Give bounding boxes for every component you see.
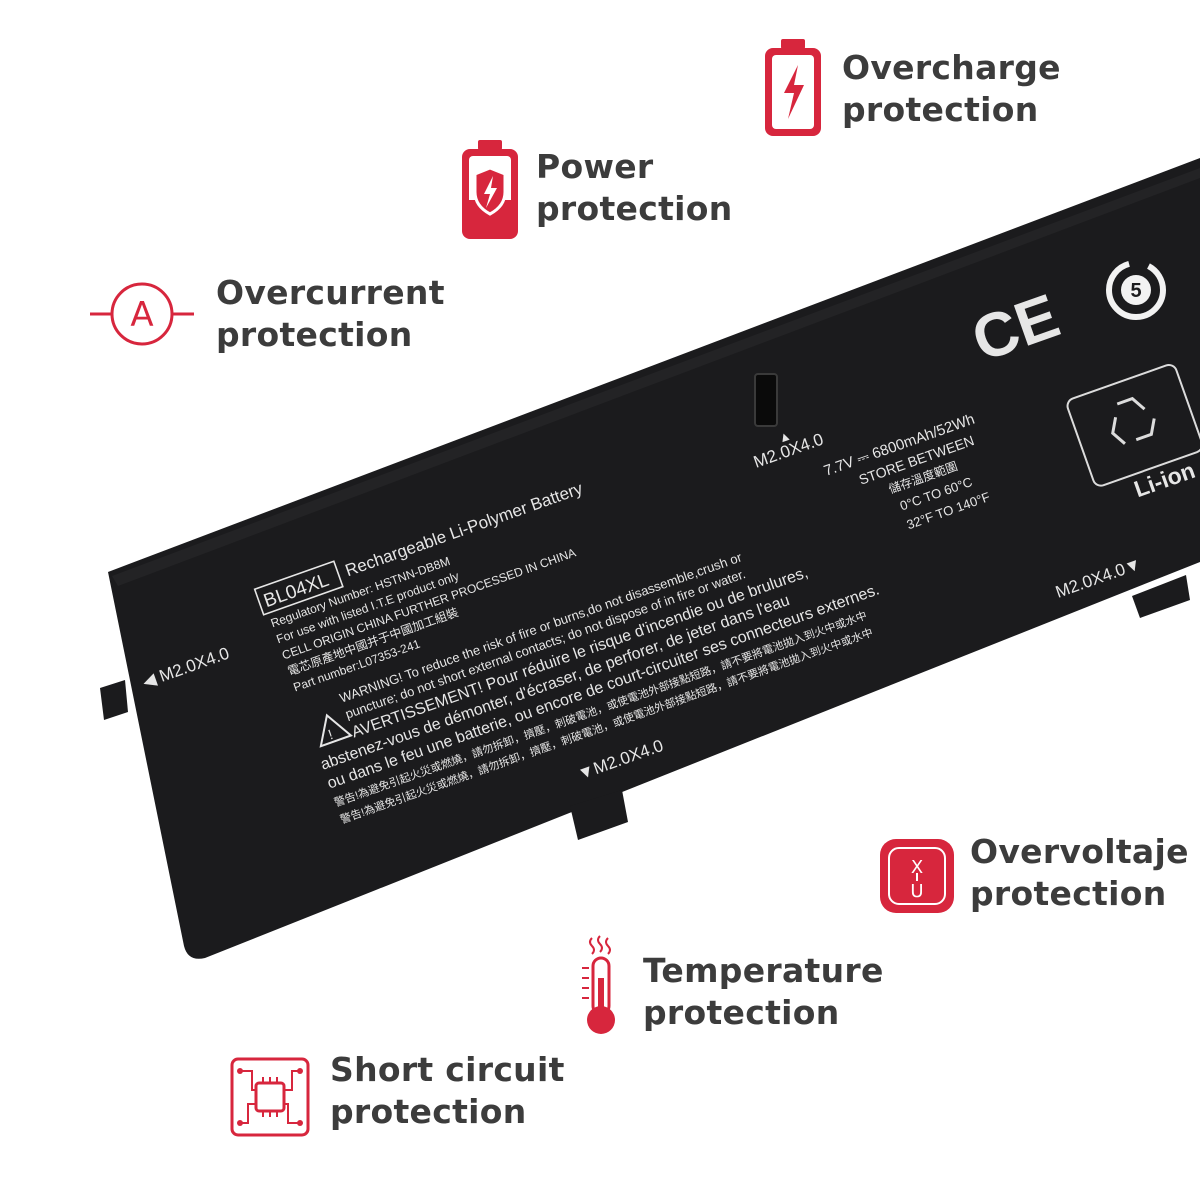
model-box: [253, 560, 344, 616]
feature-power: Power protection: [536, 146, 733, 230]
mount-tab-left: [100, 680, 128, 720]
battery-connector: [754, 373, 778, 427]
feature-short-circuit: Short circuit protection: [330, 1049, 565, 1133]
battery-shield-icon: [462, 140, 518, 239]
feature-overvoltage-line1: Overvoltaje: [970, 832, 1189, 871]
svg-text:A: A: [130, 295, 153, 335]
battery-bolt-icon: [765, 39, 821, 136]
feature-power-line1: Power: [536, 147, 654, 186]
feature-short-circuit-line2: protection: [330, 1092, 527, 1131]
feature-power-line2: protection: [536, 189, 733, 228]
svg-text:X: X: [911, 857, 923, 878]
feature-overcurrent: Overcurrent protection: [216, 272, 445, 356]
battery-body: [108, 158, 1200, 959]
svg-text:5: 5: [1130, 280, 1141, 302]
ammeter-icon: A: [90, 282, 194, 346]
mount-tab-right: [1132, 575, 1190, 618]
feature-temperature-line1: Temperature: [643, 951, 884, 990]
circuit-chip-icon: [230, 1057, 310, 1137]
feature-overvoltage: Overvoltaje protection: [970, 831, 1189, 915]
svg-text:!: !: [326, 726, 335, 742]
svg-text:U: U: [910, 881, 923, 902]
feature-overcharge: Overcharge protection: [842, 47, 1061, 131]
recycle-icon: [1111, 396, 1156, 445]
feature-overcurrent-line2: protection: [216, 315, 413, 354]
voltage-icon: X U: [880, 839, 954, 913]
feature-overcurrent-line1: Overcurrent: [216, 273, 445, 312]
mount-tab-bottom: [570, 790, 628, 840]
feature-overcharge-line2: protection: [842, 90, 1039, 129]
thermometer-icon: [582, 935, 615, 1034]
warning-icon: [319, 713, 353, 748]
feature-temperature: Temperature protection: [643, 950, 884, 1034]
feature-overcharge-line1: Overcharge: [842, 48, 1061, 87]
screw-mark-top-arrow: ▲: [776, 427, 793, 445]
feature-short-circuit-line1: Short circuit: [330, 1050, 565, 1089]
feature-temperature-line2: protection: [643, 993, 840, 1032]
feature-overvoltage-line2: protection: [970, 874, 1167, 913]
epup-5-icon: 5: [1106, 260, 1166, 320]
